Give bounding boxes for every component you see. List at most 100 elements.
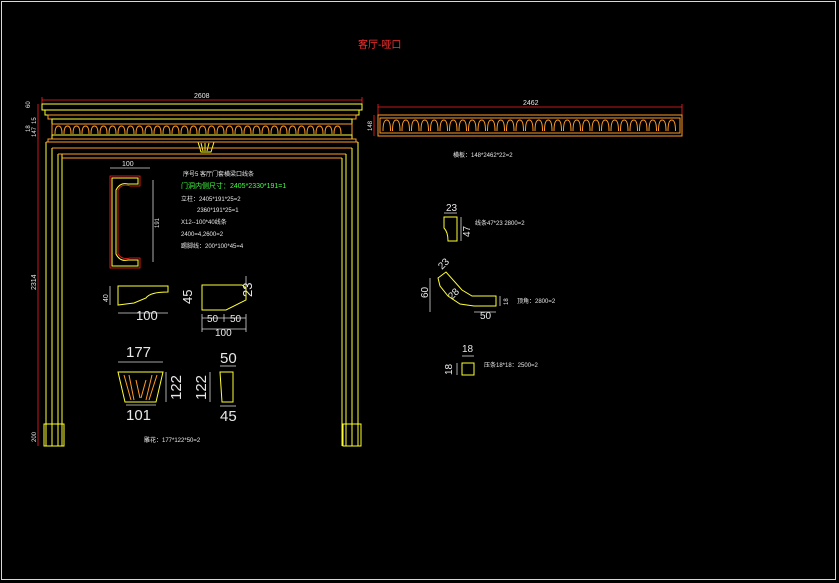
keystone-label: 雕花：177*122*50=2 bbox=[144, 436, 201, 444]
dentil bbox=[582, 119, 591, 132]
dentil bbox=[658, 119, 667, 132]
beam-width-dim: 2462 bbox=[523, 100, 539, 107]
dentil bbox=[261, 125, 270, 135]
frame-width-dim: 2608 bbox=[194, 93, 210, 100]
dentil bbox=[252, 125, 261, 135]
dentil bbox=[234, 125, 243, 135]
dentil bbox=[126, 125, 135, 135]
dentil bbox=[601, 119, 610, 132]
keystone-height-dim: 122 bbox=[168, 375, 185, 400]
dentil bbox=[270, 125, 279, 135]
note-line-5: X12--100*40线条 bbox=[181, 218, 227, 226]
frame-top-dim-c: 15 bbox=[32, 117, 38, 124]
dentil bbox=[279, 125, 288, 135]
right-profile-2-label: 顶角：2800=2 bbox=[517, 297, 556, 305]
c-profile-side-dim: 191 bbox=[155, 217, 161, 228]
dentil bbox=[648, 119, 657, 132]
right-profile-2-h: 60 bbox=[420, 286, 431, 298]
dentil bbox=[449, 119, 458, 132]
keystone-side-height-dim: 122 bbox=[193, 375, 210, 400]
dentil bbox=[171, 125, 180, 135]
dentil bbox=[544, 119, 553, 132]
right-beam-elevation: 2462 148 横板：148*2462*22=2 bbox=[368, 100, 683, 159]
dentil bbox=[610, 119, 619, 132]
dentil bbox=[667, 119, 676, 132]
dentil bbox=[496, 119, 505, 132]
dentil bbox=[207, 125, 216, 135]
c-profile-top-dim: 100 bbox=[122, 161, 134, 168]
dentil bbox=[439, 119, 448, 132]
dentil bbox=[572, 119, 581, 132]
base-block-h-dim: 45 bbox=[180, 290, 195, 304]
dentil bbox=[90, 125, 99, 135]
note-line-2: 门洞内侧尺寸：2405*2330*191=1 bbox=[181, 181, 286, 190]
dentil bbox=[534, 119, 543, 132]
dentil bbox=[99, 125, 108, 135]
note-line-7: 踢脚线：200*100*45=4 bbox=[181, 242, 244, 250]
dentil bbox=[180, 125, 189, 135]
dentil bbox=[563, 119, 572, 132]
dentil bbox=[63, 125, 72, 135]
dentil bbox=[382, 119, 391, 132]
specification-notes: 序号5 客厅门套横梁口线条 门洞内侧尺寸：2405*2330*191=1 立柱：… bbox=[181, 170, 286, 250]
beam-dentil-pattern bbox=[382, 119, 676, 132]
dentil bbox=[487, 119, 496, 132]
right-profile-1-h: 47 bbox=[462, 225, 473, 237]
frame-top-dim-a: 60 bbox=[26, 101, 32, 108]
right-profile-1-w: 23 bbox=[446, 203, 458, 214]
note-line-6: 2400=4,2600=2 bbox=[181, 232, 224, 238]
drawing-title: 客厅-哑口 bbox=[358, 38, 401, 51]
dentil bbox=[225, 125, 234, 135]
dentil bbox=[108, 125, 117, 135]
dentil bbox=[401, 119, 410, 132]
note-line-3: 立柱：2405*191*25=2 bbox=[181, 195, 241, 203]
dentil bbox=[458, 119, 467, 132]
dentil bbox=[420, 119, 429, 132]
cornice-dentil-pattern bbox=[54, 125, 342, 135]
dentil bbox=[81, 125, 90, 135]
dentil bbox=[198, 125, 207, 135]
note-line-1: 序号5 客厅门套横梁口线条 bbox=[183, 170, 254, 178]
dentil bbox=[54, 125, 63, 135]
dentil bbox=[477, 119, 486, 132]
frame-height-dim: 2314 bbox=[31, 274, 38, 290]
dentil bbox=[162, 125, 171, 135]
keystone-bottom-dim: 101 bbox=[126, 407, 151, 424]
dentil bbox=[333, 125, 342, 135]
frame-base-dim: 200 bbox=[32, 431, 38, 442]
right-profile-2-side: 18 bbox=[504, 298, 510, 305]
keystone-side-bottom-dim: 45 bbox=[220, 408, 237, 425]
right-square-side: 18 bbox=[444, 363, 455, 375]
right-profile-2-w: 50 bbox=[480, 311, 492, 322]
frame-top-dim-d: 147 bbox=[32, 126, 38, 137]
base-block-total: 100 bbox=[215, 328, 232, 339]
dentil bbox=[153, 125, 162, 135]
small-profile-height-dim: 40 bbox=[103, 294, 110, 302]
beam-label: 横板：148*2462*22=2 bbox=[453, 151, 513, 159]
right-profile-2-d1: 23 bbox=[436, 256, 452, 272]
right-profile-2: 23 28 60 50 18 顶角：2800=2 bbox=[420, 256, 556, 322]
note-line-4: 2360*191*25=1 bbox=[197, 208, 239, 214]
dentil bbox=[430, 119, 439, 132]
frame-keystone-ornament bbox=[197, 141, 215, 153]
dentil bbox=[288, 125, 297, 135]
dentil bbox=[135, 125, 144, 135]
dentil bbox=[189, 125, 198, 135]
dentil bbox=[72, 125, 81, 135]
keystone-detail: 177 101 122 122 50 45 雕花：177*122*50=2 bbox=[117, 344, 237, 444]
dentil bbox=[306, 125, 315, 135]
dentil bbox=[620, 119, 629, 132]
dentil bbox=[639, 119, 648, 132]
dentil bbox=[411, 119, 420, 132]
dentil bbox=[297, 125, 306, 135]
beam-height-dim: 148 bbox=[368, 120, 374, 131]
base-block-section: 45 23 50 50 100 bbox=[180, 276, 255, 339]
dentil bbox=[243, 125, 252, 135]
c-profile-section: 100 191 bbox=[109, 161, 161, 269]
dentil bbox=[629, 119, 638, 132]
small-profile-section: 40 100 bbox=[103, 285, 169, 323]
dentil bbox=[468, 119, 477, 132]
dentil bbox=[324, 125, 333, 135]
main-door-frame: 2608 60 18 15 147 2314 200 bbox=[26, 93, 363, 447]
